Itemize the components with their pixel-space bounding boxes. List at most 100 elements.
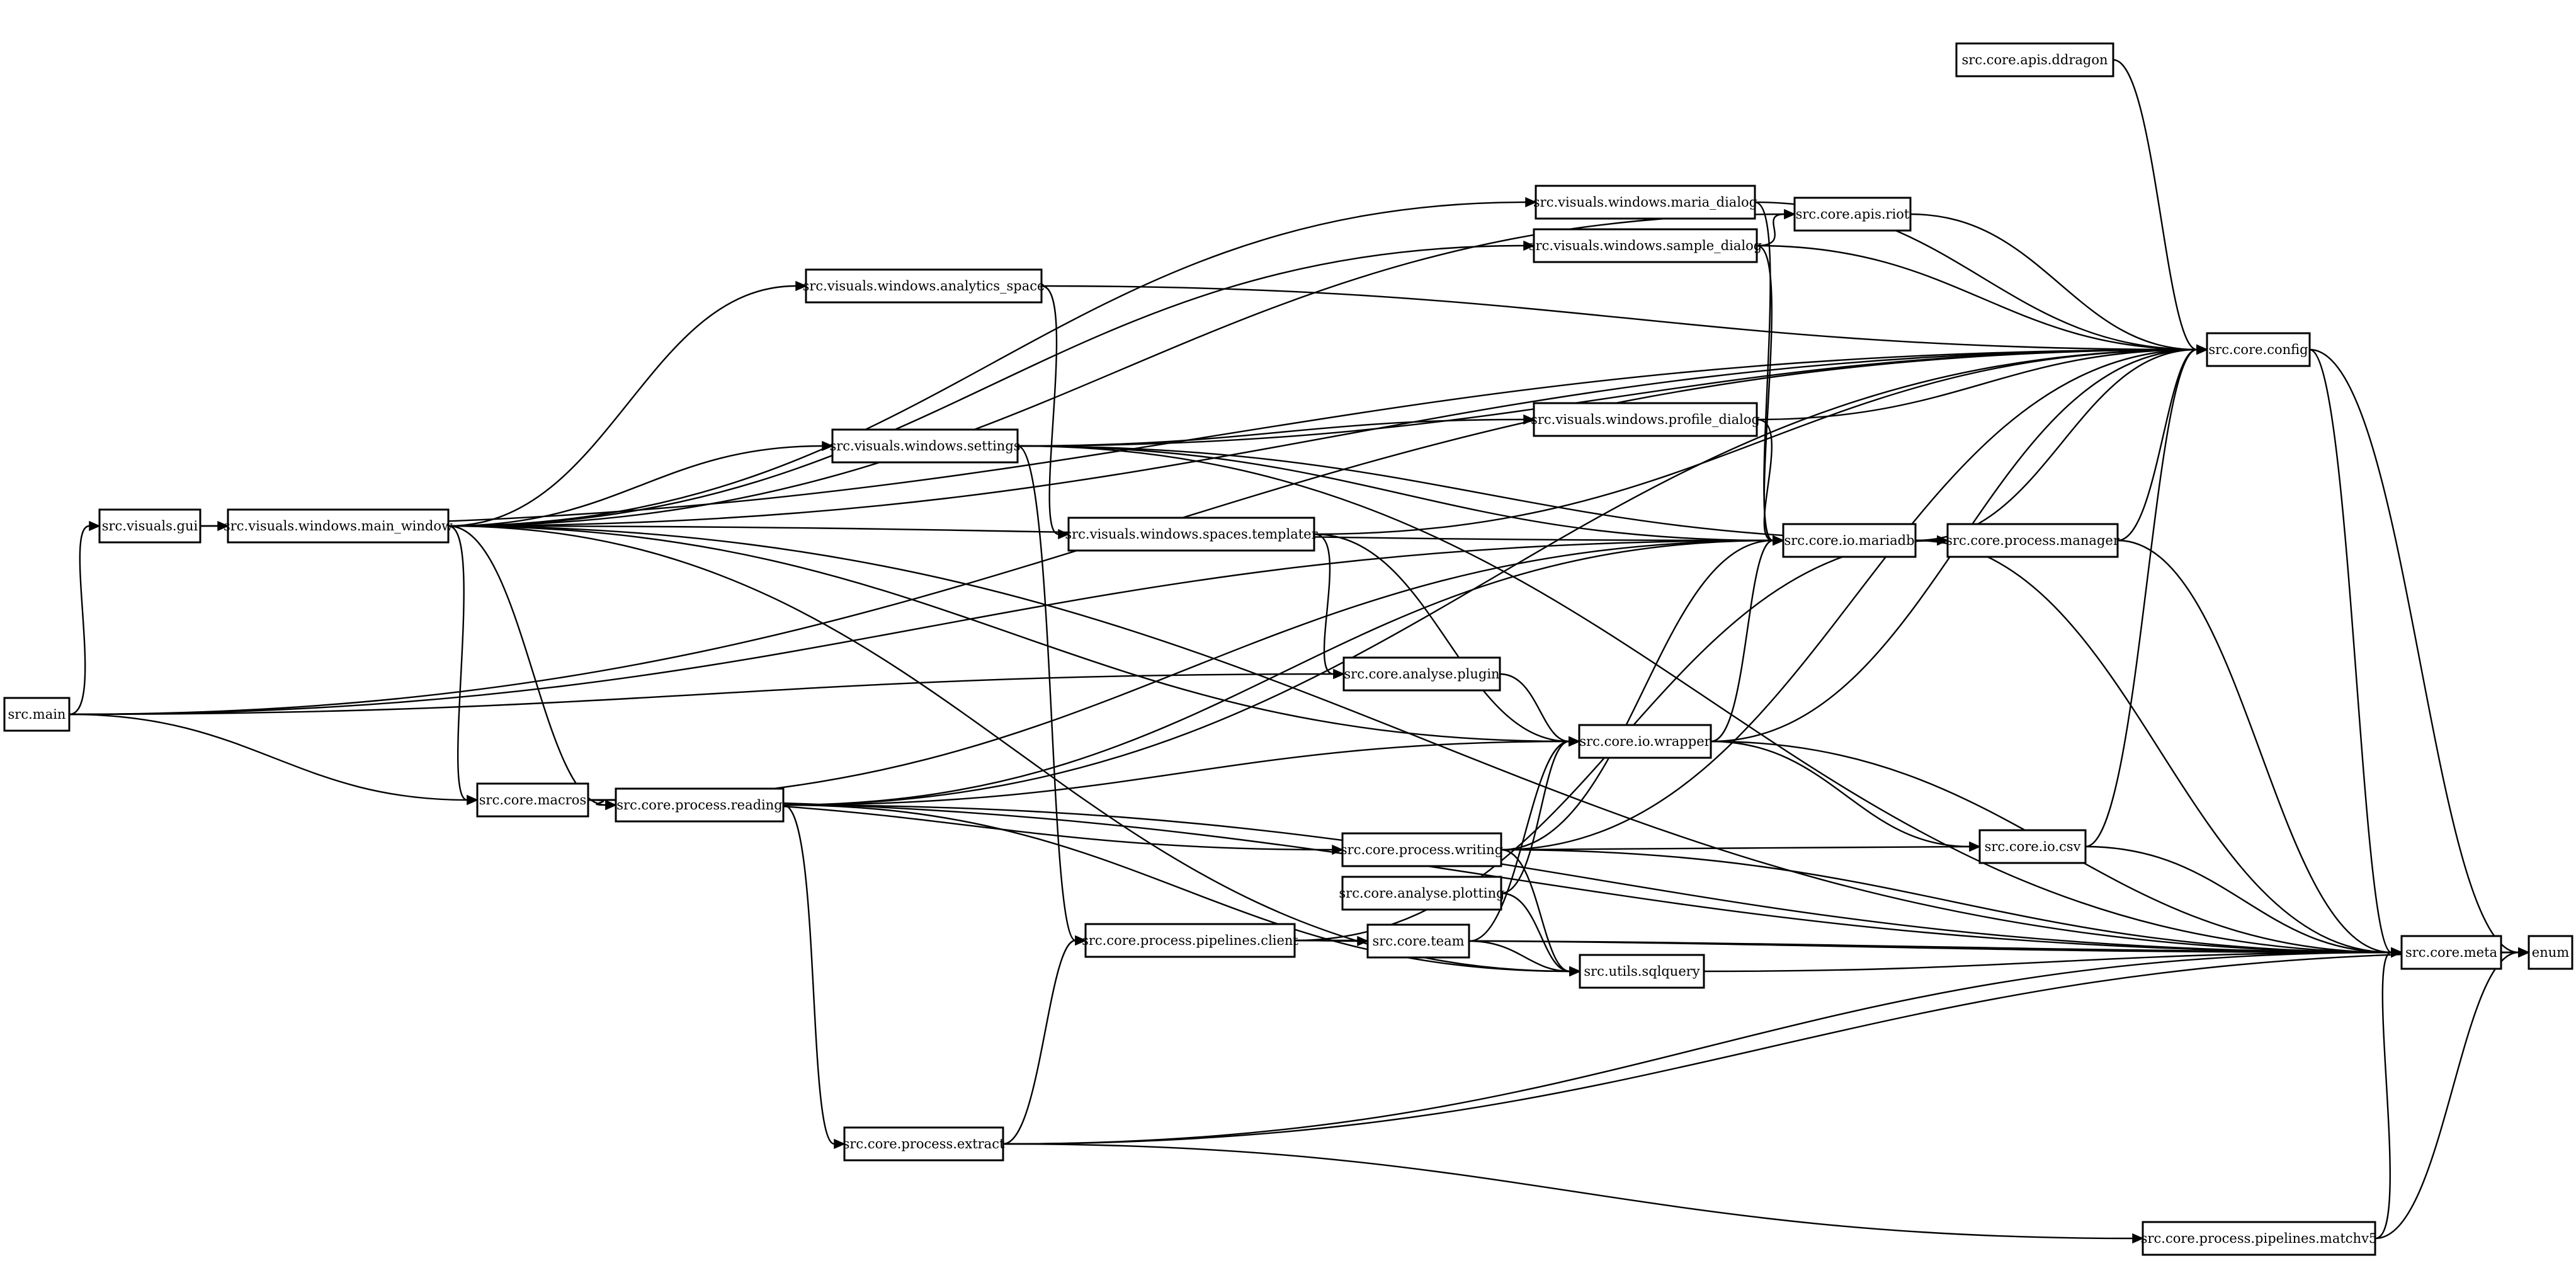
edge-line [1468, 940, 1570, 973]
node-csv[interactable]: src.core.io.csv [1978, 829, 2087, 864]
edge-line [1756, 244, 2198, 351]
edge-main_window-to-maria_dialog [448, 197, 1537, 527]
edge-line [1017, 348, 2198, 447]
edge-line [2113, 59, 2198, 351]
arrowhead-icon [2518, 947, 2530, 958]
node-plugin[interactable]: src.core.analyse.plugin [1342, 656, 1501, 692]
edge-line [448, 525, 606, 806]
node-label: src.core.config [2208, 342, 2308, 357]
edge-line [1710, 539, 1774, 743]
node-enum[interactable]: enum [2528, 935, 2573, 970]
arrowhead-icon [467, 794, 479, 806]
node-label: src.visuals.gui [102, 518, 198, 534]
node-sqlquery[interactable]: src.utils.sqlquery [1579, 954, 1705, 989]
node-main-window[interactable]: src.visuals.windows.main_window [224, 508, 453, 544]
edge-line [69, 525, 90, 716]
node-team[interactable]: src.core.team [1366, 923, 1470, 959]
arrowhead-icon [1784, 208, 1796, 220]
edge-analytics_space-to-config [1041, 285, 2208, 355]
node-label: src.visuals.windows.spaces.templater [1065, 527, 1318, 542]
edge-config-to-enum [2309, 348, 2530, 958]
node-analytics-space[interactable]: src.visuals.windows.analytics_space [803, 268, 1045, 304]
node-gui[interactable]: src.visuals.gui [98, 508, 201, 544]
node-plotting[interactable]: src.core.analyse.plotting [1339, 876, 1505, 911]
edge-manager-to-config [2117, 344, 2208, 542]
edge-line [448, 348, 2198, 527]
arrowhead-icon [834, 1138, 846, 1150]
edge-line [1710, 740, 1970, 848]
node-matchv5[interactable]: src.core.process.pipelines.matchv5 [2141, 1221, 2378, 1256]
node-box [1793, 197, 1912, 232]
node-profile-dialog[interactable]: src.visuals.windows.profile_dialog [1531, 402, 1760, 437]
edge-line [2085, 348, 2198, 848]
edge-line [1499, 673, 1570, 743]
arrowhead-icon [605, 799, 617, 811]
edge-mariadb-to-config [1915, 344, 2208, 542]
edge-templater-to-plugin [1314, 533, 1345, 680]
edge-line [1501, 740, 1570, 894]
node-config[interactable]: src.core.config [2206, 332, 2311, 367]
edge-main_window-to-config [448, 344, 2208, 527]
edge-line [1017, 445, 2392, 954]
edge-writing-to-mariadb [1501, 535, 1784, 851]
node-extract[interactable]: src.core.process.extract [843, 1126, 1005, 1162]
node-meta[interactable]: src.core.meta [2400, 935, 2502, 970]
node-box [2142, 1221, 2376, 1256]
edge-reading-to-wrapper [783, 736, 1580, 806]
edge-line [1915, 348, 2198, 542]
node-label: src.core.meta [2405, 945, 2497, 960]
node-box [615, 787, 785, 823]
node-label: src.core.process.pipelines.client [1082, 933, 1298, 948]
node-ddragon[interactable]: src.core.apis.ddragon [1955, 42, 2114, 77]
edge-gui-to-main_window [200, 520, 229, 532]
edge-line [783, 804, 2392, 954]
edge-line [1017, 445, 1938, 542]
edge-line [783, 539, 1774, 806]
edge-line [448, 525, 1570, 743]
edge-plotting-to-sqlquery [1501, 892, 1581, 977]
node-settings[interactable]: src.visuals.windows.settings [829, 428, 1021, 464]
edge-line [2085, 845, 2392, 954]
node-maria-dialog[interactable]: src.visuals.windows.maria_dialog [1533, 185, 1757, 220]
edge-line [1501, 539, 1774, 851]
node-mariadb[interactable]: src.core.io.mariadb [1782, 523, 1917, 558]
edge-line [783, 804, 835, 1145]
node-label: enum [2532, 945, 2569, 960]
edge-line [1501, 892, 1570, 973]
edge-line [448, 525, 468, 801]
node-label: src.core.team [1372, 934, 1464, 949]
node-reading[interactable]: src.core.process.reading [615, 787, 785, 823]
arrowhead-icon [1937, 535, 1949, 546]
node-label: src.visuals.windows.settings [829, 438, 1020, 454]
node-manager[interactable]: src.core.process.manager [1946, 523, 2120, 558]
node-wrapper[interactable]: src.core.io.wrapper [1578, 724, 1712, 759]
node-templater[interactable]: src.visuals.windows.spaces.templater [1065, 517, 1319, 552]
node-main[interactable]: src.main [3, 697, 71, 732]
edge-wrapper-to-mariadb [1710, 535, 1784, 743]
node-box [2400, 935, 2502, 970]
edge-line [69, 539, 1774, 716]
node-box [1366, 923, 1470, 959]
node-label: src.visuals.windows.sample_dialog [1529, 238, 1762, 253]
edge-line [1314, 533, 1334, 675]
edge-line [1756, 213, 1785, 247]
node-label: src.core.process.manager [1946, 533, 2120, 548]
edge-meta-to-enum [2500, 947, 2530, 958]
node-sample-dialog[interactable]: src.visuals.windows.sample_dialog [1529, 228, 1762, 263]
edge-line [1756, 418, 1774, 542]
edge-line [1910, 213, 2198, 351]
node-riot[interactable]: src.core.apis.riot [1793, 197, 1912, 232]
node-label: src.core.process.writing [1341, 842, 1503, 857]
edge-line [1017, 445, 1076, 942]
node-box [831, 428, 1019, 464]
node-label: src.visuals.windows.main_window [224, 518, 453, 534]
edge-gui-to-config [200, 344, 2208, 527]
node-macros[interactable]: src.core.macros [476, 782, 589, 818]
edge-line [2309, 348, 2392, 954]
edge-writing-to-csv [1501, 841, 1981, 852]
edge-extract-to-matchv5 [1002, 1143, 2144, 1244]
node-client[interactable]: src.core.process.pipelines.client [1082, 923, 1298, 958]
arrowhead-icon [89, 520, 101, 532]
node-writing[interactable]: src.core.process.writing [1341, 832, 1503, 867]
edge-extract-to-client [1002, 935, 1087, 1145]
